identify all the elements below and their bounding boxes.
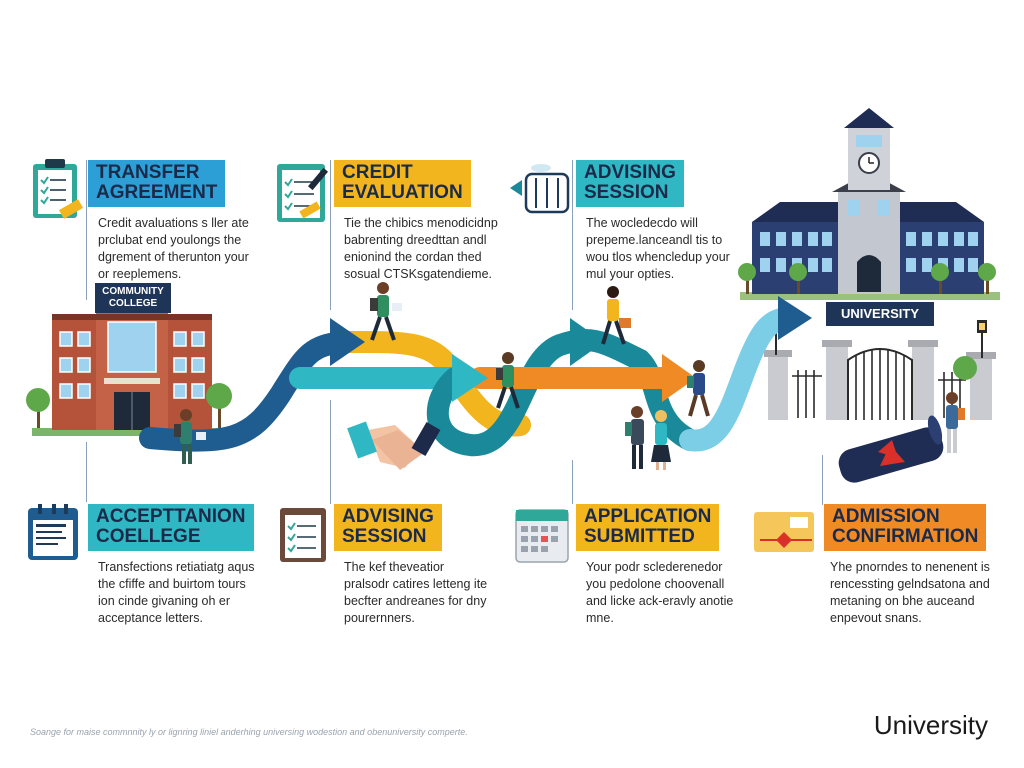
tree-icon (931, 263, 949, 294)
community-sign-line: COLLEGE (108, 298, 158, 309)
student-icon (651, 410, 671, 470)
tree-icon (789, 263, 807, 294)
student-figures (174, 282, 965, 470)
calendar-icon (28, 504, 78, 560)
tree-icon (206, 383, 232, 428)
student-icon (370, 282, 402, 341)
pathway-arrowheads (330, 296, 812, 402)
tree-icon (978, 263, 996, 294)
student-icon (687, 360, 710, 417)
tree-icon (953, 356, 977, 380)
connector-line (330, 160, 331, 310)
connector-line (572, 160, 573, 310)
connector-line (86, 160, 87, 300)
student-icon (601, 286, 631, 345)
university-building (738, 108, 1000, 300)
checklist-pen-icon (277, 164, 329, 222)
connector-line (822, 455, 823, 505)
student-icon (174, 409, 206, 464)
checklist-icon (280, 508, 326, 562)
lamp-post-icon (977, 320, 987, 358)
student-icon (946, 392, 965, 453)
envelope-icon (754, 512, 814, 552)
tree-icon (738, 263, 756, 294)
community-sign-line: COMMUNITY (102, 286, 164, 297)
brand-wordmark: University (873, 710, 988, 740)
books-icon (510, 164, 570, 214)
calendar-grid-icon (515, 509, 569, 563)
tree-icon (26, 388, 50, 428)
community-college-building (26, 305, 232, 436)
connector-line (86, 442, 87, 502)
university-gate (764, 318, 996, 420)
community-college-sign: COMMUNITY COLLEGE (95, 283, 171, 313)
student-icon (625, 406, 644, 469)
footnote: Soange for maise commnnity ly or lignrin… (30, 727, 468, 737)
connector-line (330, 400, 331, 504)
handshake-icon (347, 421, 441, 470)
clipboard-checklist-icon (33, 159, 84, 219)
connector-line (572, 460, 573, 504)
pathway-ribbons (139, 307, 801, 457)
university-sign: UNIVERSITY (826, 302, 934, 326)
diploma-icon (838, 415, 944, 483)
student-icon (496, 352, 520, 409)
